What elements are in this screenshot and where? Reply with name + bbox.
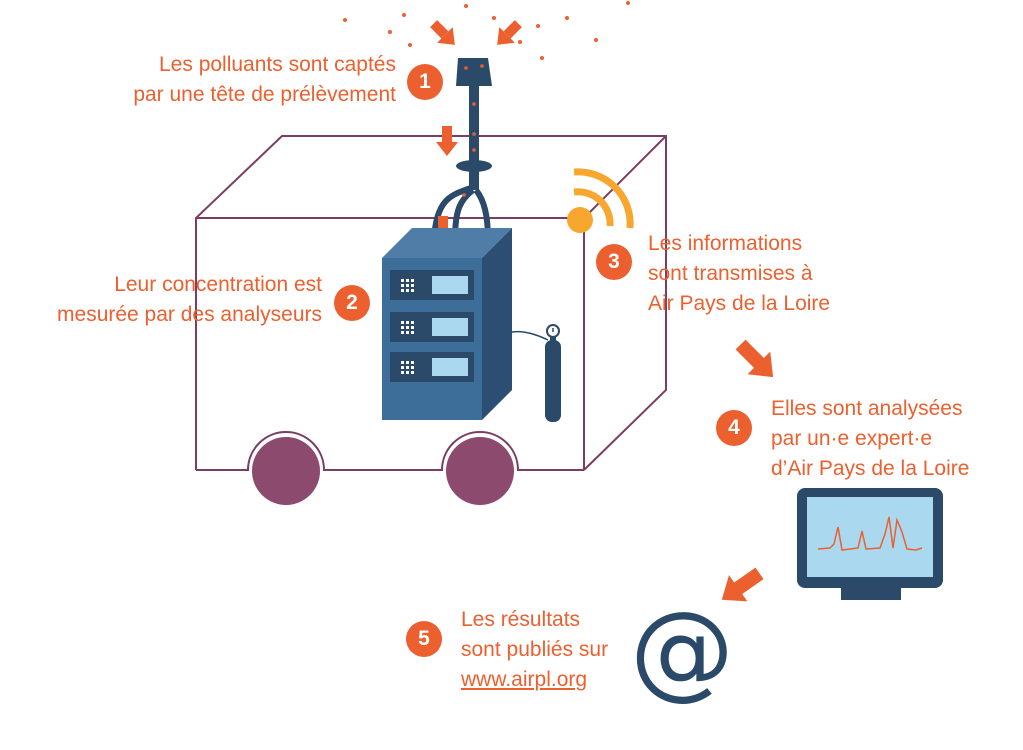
step-4-line-2: par un·e expert·e bbox=[771, 427, 933, 450]
step-5-text: Les résultats sont publiés sur www.airpl… bbox=[461, 605, 608, 695]
at-sign-icon: @ bbox=[630, 589, 734, 711]
step-2-text: Leur concentration est mesurée par des a… bbox=[57, 270, 322, 330]
front-wheel bbox=[446, 437, 514, 505]
step-5-line-1: Les résultats bbox=[461, 608, 581, 631]
step-1-badge: 1 bbox=[407, 64, 443, 100]
monitor-chart-icon bbox=[797, 488, 943, 600]
step-5-badge: 5 bbox=[406, 621, 442, 657]
rear-wheel bbox=[252, 437, 320, 505]
step-1-text: Les polluants sont captés par une tête d… bbox=[133, 50, 396, 110]
step-4-line-1: Elles sont analysées bbox=[771, 397, 963, 420]
inflow-arrow-left bbox=[425, 15, 463, 53]
wifi-signal-icon bbox=[567, 168, 634, 233]
pollutant-particles bbox=[343, 1, 630, 60]
gas-cylinder-icon bbox=[511, 324, 561, 422]
step-2-badge: 2 bbox=[334, 285, 370, 321]
flow-arrow-into-probe bbox=[436, 126, 458, 156]
airpl-website-link[interactable]: www.airpl.org bbox=[461, 668, 588, 691]
truck bbox=[195, 135, 667, 505]
truck-bottom-edge bbox=[196, 431, 584, 471]
analyzer-unit bbox=[390, 352, 474, 382]
step-2-line-2: mesurée par des analyseurs bbox=[57, 303, 322, 326]
step-3-text: Les informations sont transmises à Air P… bbox=[648, 229, 830, 319]
step-3-badge: 3 bbox=[596, 244, 632, 280]
monitor-chart-line bbox=[817, 516, 923, 551]
flow-arrow-to-expert bbox=[729, 333, 785, 389]
step-1-line-1: Les polluants sont captés bbox=[159, 53, 396, 76]
step-4-text: Elles sont analysées par un·e expert·e d… bbox=[771, 394, 969, 484]
step-4-line-3: d’Air Pays de la Loire bbox=[771, 457, 970, 480]
step-4-badge: 4 bbox=[716, 410, 752, 446]
step-5-line-2: sont publiés sur bbox=[461, 638, 609, 661]
step-3-line-2: sont transmises à bbox=[648, 262, 813, 285]
analyzer-cabinet-icon bbox=[382, 228, 512, 420]
inflow-arrow-right bbox=[489, 15, 527, 53]
step-1-line-2: par une tête de prélèvement bbox=[133, 83, 396, 106]
step-2-line-1: Leur concentration est bbox=[114, 273, 322, 296]
step-3-line-3: Air Pays de la Loire bbox=[648, 292, 831, 315]
sampling-head-icon bbox=[431, 58, 492, 241]
step-3-line-1: Les informations bbox=[648, 232, 803, 255]
